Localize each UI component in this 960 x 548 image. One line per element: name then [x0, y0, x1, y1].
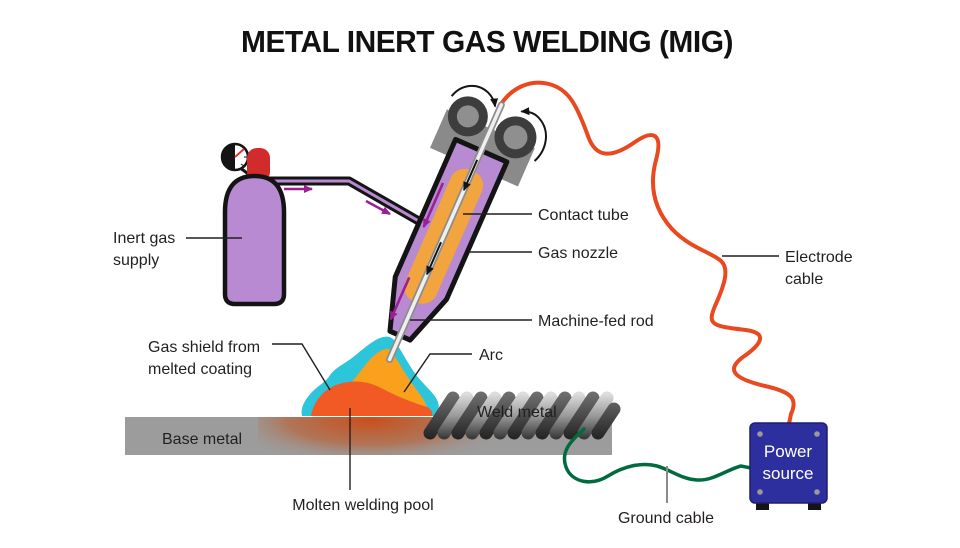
welding-torch — [386, 84, 547, 363]
page-title: METAL INERT GAS WELDING (MIG) — [241, 24, 733, 59]
gas-shield-label-line2: melted coating — [148, 361, 252, 378]
gas-hose-core — [264, 179, 451, 241]
molten-welding-pool-label: Molten welding pool — [292, 497, 433, 514]
electrode-cable-label-line2: cable — [785, 271, 823, 288]
gas-flow-arrow-2 — [365, 199, 391, 216]
inert-gas-supply-label-line2: supply — [113, 252, 159, 269]
electrode-cable-path — [499, 80, 796, 426]
weld-bead — [423, 391, 621, 440]
molten-pool-shape — [311, 381, 433, 416]
wire-feed-roller-left — [447, 96, 488, 137]
ground-cable-path — [562, 427, 753, 484]
gas-cylinder — [222, 173, 287, 307]
power-source-box: Power source — [749, 422, 828, 510]
gas-flow-arrow-3 — [422, 182, 445, 228]
electrode-wire — [387, 103, 504, 362]
leader-gas-shield — [272, 343, 331, 391]
power-source-label-line1: Power — [764, 442, 813, 461]
power-source-label-line2: source — [762, 464, 813, 483]
gas-shield-label-line1: Gas shield from — [148, 339, 260, 356]
ground-cable-label: Ground cable — [618, 510, 714, 527]
leader-arc — [403, 353, 472, 393]
pressure-gauge-icon — [220, 142, 250, 172]
base-metal-label: Base metal — [162, 431, 242, 448]
machine-fed-rod-label: Machine-fed rod — [538, 313, 654, 330]
gas-nozzle-label: Gas nozzle — [538, 245, 618, 262]
arc-label: Arc — [479, 347, 503, 364]
inert-gas-supply-label-line1: Inert gas — [113, 230, 175, 247]
wire-feed-roller-right — [494, 116, 537, 159]
electrode-cable-label-line1: Electrode — [785, 249, 853, 266]
wire-feed-arrow-1 — [463, 159, 479, 191]
cylinder-valve — [247, 148, 270, 182]
weld-metal-label: Weld metal — [477, 404, 557, 421]
gas-flow-arrow-4 — [389, 276, 411, 321]
contact-tube-label: Contact tube — [538, 207, 629, 224]
roller-rotation-arrow-left — [450, 84, 499, 108]
wire-feed-arrow-2 — [426, 241, 442, 276]
roller-rotation-arrow-right — [520, 107, 547, 162]
